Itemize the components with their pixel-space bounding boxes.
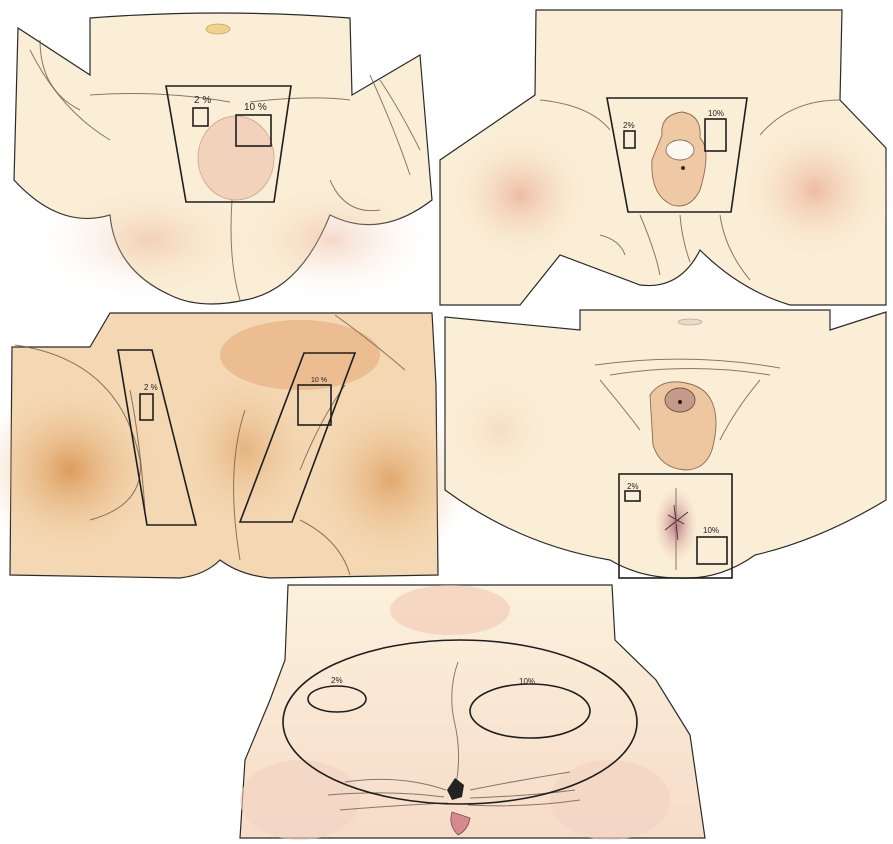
label-10-percent-2: 10% bbox=[708, 109, 724, 118]
label-2-percent-1: 2 % bbox=[194, 95, 211, 106]
label-2-percent-2: 2% bbox=[623, 121, 635, 130]
label-10-percent-3: 10 % bbox=[311, 377, 327, 384]
label-10-percent-1: 10 % bbox=[244, 102, 267, 113]
panel-5-illustration: 2% 10% bbox=[240, 585, 705, 840]
label-10-percent-4: 10% bbox=[703, 526, 719, 535]
label-2-percent-3: 2 % bbox=[144, 383, 158, 392]
panel-4-illustration: 2% 10% bbox=[440, 310, 886, 578]
panel-1-illustration: 2 % 10 % bbox=[14, 13, 432, 304]
label-2-percent-4: 2% bbox=[627, 482, 639, 491]
label-10-percent-5: 10% bbox=[519, 677, 535, 686]
panel-2-illustration: 2% 10% bbox=[440, 10, 893, 305]
label-2-percent-5: 2% bbox=[331, 676, 343, 685]
panel-3-illustration: 2 % 10 % bbox=[0, 313, 470, 578]
